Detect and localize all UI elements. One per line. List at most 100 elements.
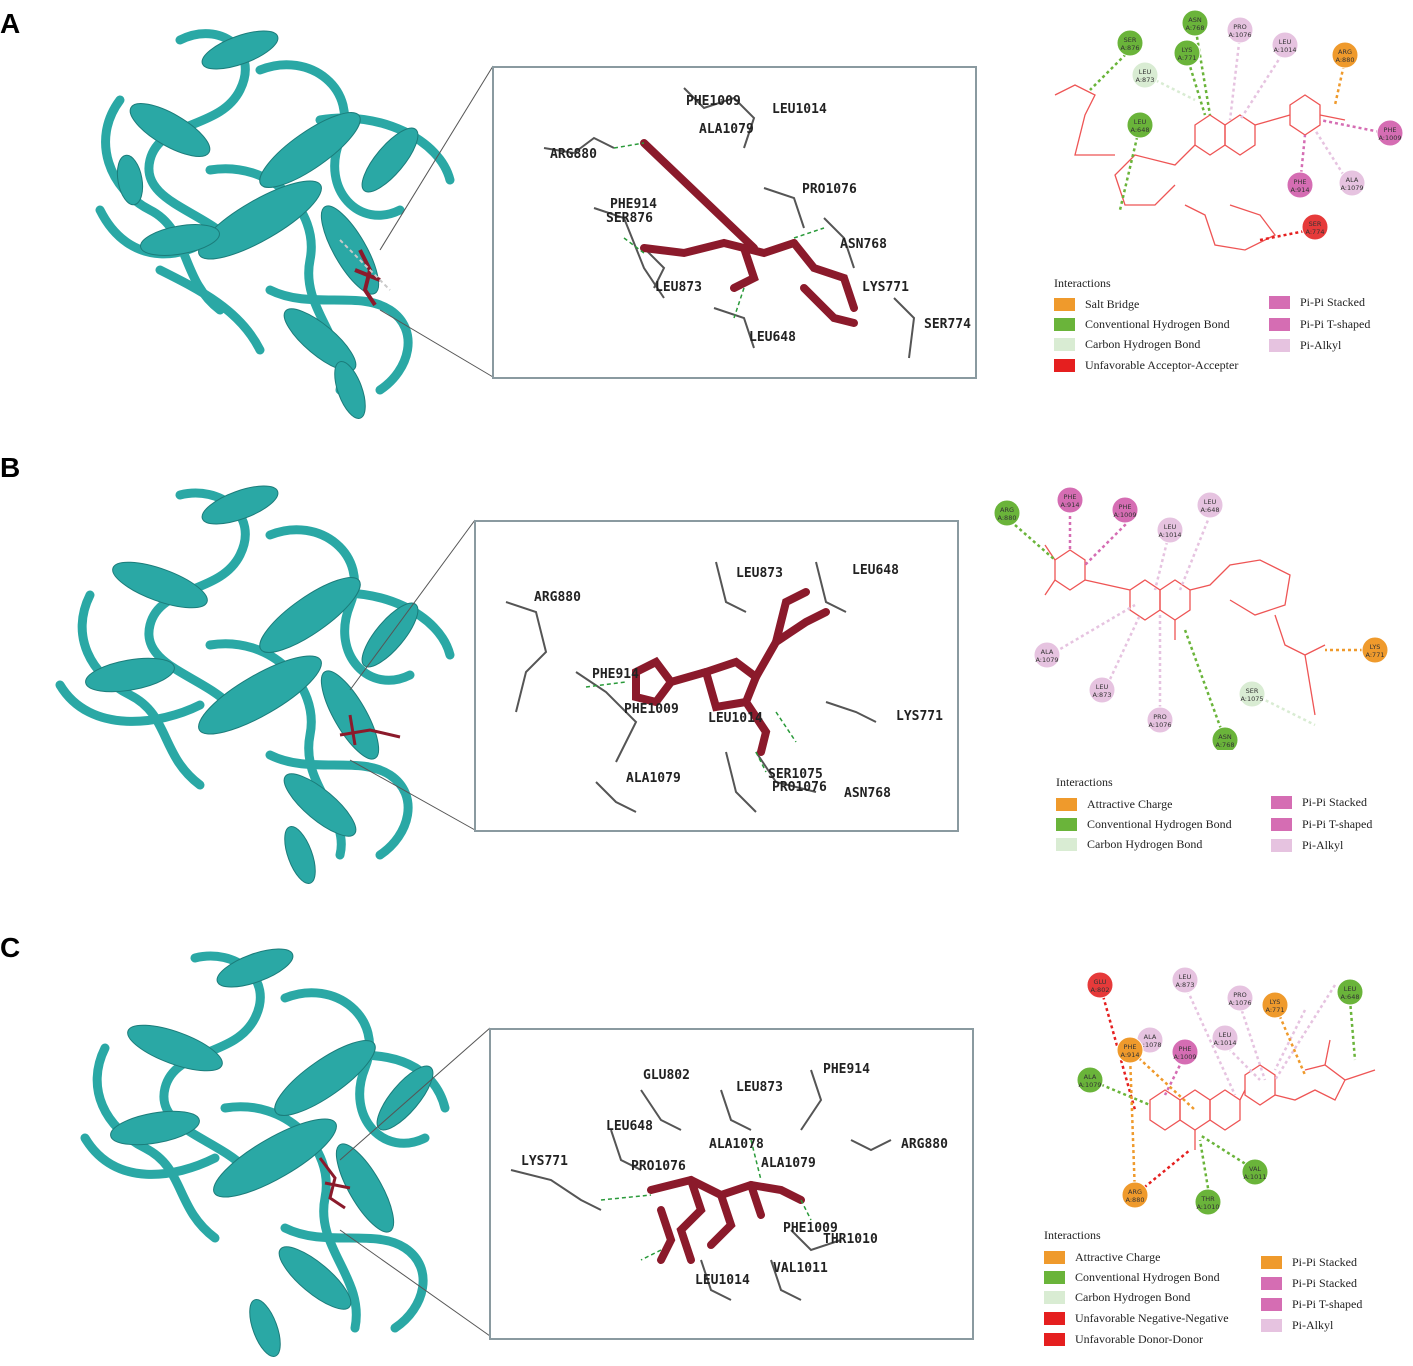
legend-swatch [1261, 1319, 1282, 1332]
legend-item: Pi-Pi Stacked [1269, 295, 1365, 310]
residue-label: LEU1014 [772, 102, 827, 117]
legend-item: Unfavorable Negative-Negative [1044, 1311, 1229, 1326]
residue-node-name: PHE [1384, 126, 1397, 134]
legend-item: Pi-Pi Stacked [1271, 795, 1367, 810]
legend-swatch [1056, 818, 1077, 831]
residue-node-circle [1338, 169, 1366, 197]
residue-node-name: LEU [1096, 683, 1109, 691]
interaction-diagram: SERA:876ASNA:768LYSA:771PROA:1076LEUA:10… [1054, 9, 1404, 251]
residue-node-circle [993, 499, 1021, 527]
residue-node-circle [1301, 213, 1329, 241]
legend-title: Interactions [1044, 1228, 1101, 1242]
residue-label: SER774 [924, 317, 971, 332]
residue-label: GLU802 [643, 1068, 690, 1083]
residue-node-number: A:873 [1093, 691, 1112, 699]
legend-label: Attractive Charge [1087, 797, 1173, 811]
residue-node-number: A:771 [1366, 651, 1385, 659]
residue-node-name: LEU [1204, 498, 1217, 506]
legend-label: Unfavorable Acceptor-Accepter [1085, 358, 1239, 372]
legend-label: Pi-Pi T-shaped [1302, 817, 1373, 831]
residue-node-name: PHE [1064, 493, 1077, 501]
zoom-connector-lines [349, 519, 476, 831]
legend-item: Pi-Alkyl [1269, 338, 1341, 353]
legend-item: Pi-Pi T-shaped [1269, 317, 1370, 332]
residue-node-circle [1131, 61, 1159, 89]
residue-node-circle [1194, 1188, 1222, 1215]
residue-node-number: A:648 [1131, 126, 1150, 134]
legend-label: Conventional Hydrogen Bond [1075, 1270, 1220, 1284]
zoom-connector-lines [379, 65, 494, 378]
residue-label: PHE1009 [783, 1221, 838, 1236]
residue-node-number: A:876 [1121, 44, 1140, 52]
residue-node-number: A:1079 [1035, 656, 1058, 664]
legend-label: Pi-Pi T-shaped [1300, 317, 1371, 331]
residue-node-circle [1196, 491, 1224, 519]
legend-swatch [1261, 1298, 1282, 1311]
residue-node-name: LYS [1270, 998, 1281, 1006]
legend-label: Pi-Alkyl [1300, 338, 1342, 352]
residue-node-name: PHE [1124, 1043, 1137, 1051]
residue-label: ASN768 [844, 786, 891, 801]
residue-node-number: A:771 [1266, 1006, 1285, 1014]
residue-label: SER1075 [768, 767, 823, 782]
legend-swatch [1269, 318, 1290, 331]
residue-label: PRO1076 [772, 780, 827, 795]
residue-node-circle [1241, 1158, 1269, 1186]
legend-swatch [1269, 339, 1290, 352]
residue-label: LEU873 [655, 280, 702, 295]
residue-label: ASN768 [840, 237, 887, 252]
residue-label: ARG880 [534, 590, 581, 605]
residue-node-number: A:768 [1186, 24, 1205, 32]
residue-node-name: ARG [1338, 48, 1352, 56]
residue-node-circle [1116, 29, 1144, 57]
residue-node-circle [1173, 39, 1201, 67]
residue-label: LYS771 [896, 709, 943, 724]
residue-node-number: A:1014 [1158, 531, 1181, 539]
residue-node-circle [1171, 1038, 1199, 1066]
legend-swatch [1044, 1251, 1065, 1264]
residue-label: SER876 [606, 211, 653, 226]
residue-node-name: LEU [1344, 985, 1357, 993]
legend-label: Unfavorable Negative-Negative [1075, 1311, 1229, 1325]
residue-label: PRO1076 [802, 182, 857, 197]
legend-item: Pi-Pi Stacked [1261, 1255, 1357, 1270]
residue-label: LEU873 [736, 1080, 783, 1095]
residue-node-circle [1121, 1181, 1149, 1209]
protein-ribbon-structure [80, 948, 450, 1357]
panel-letter: B [0, 452, 21, 483]
panel-a: A [0, 0, 1413, 440]
residue-node-circle [1116, 1036, 1144, 1064]
residue-node-number: A:880 [998, 514, 1017, 522]
residue-label: LEU648 [749, 330, 796, 345]
residue-label: VAL1011 [773, 1261, 828, 1276]
zoom-view-box: GLU802 LEU873 PHE914 ARG880 LEU648 ALA10… [489, 1028, 974, 1340]
residue-label: LEU1014 [695, 1273, 750, 1288]
residue-label: ALA1078 [709, 1137, 764, 1152]
legend-label: Pi-Pi Stacked [1292, 1276, 1357, 1290]
residue-node-circle [1361, 636, 1389, 664]
residue-node-name: LYS [1182, 46, 1193, 54]
legend-item: Attractive Charge [1044, 1250, 1160, 1265]
legend-swatch [1271, 796, 1292, 809]
residue-node-name: ALA [1346, 176, 1359, 184]
residue-node-number: A:768 [1216, 741, 1235, 749]
residue-node-number: A:1011 [1243, 1173, 1266, 1181]
residue-node-circle [1156, 516, 1184, 544]
protein-ribbon-structure [95, 29, 455, 419]
residue-node-number: A:1010 [1196, 1203, 1219, 1211]
residue-node-circle [1146, 706, 1174, 734]
residue-node-circle [1226, 984, 1254, 1012]
residue-node-circle [1331, 41, 1359, 69]
